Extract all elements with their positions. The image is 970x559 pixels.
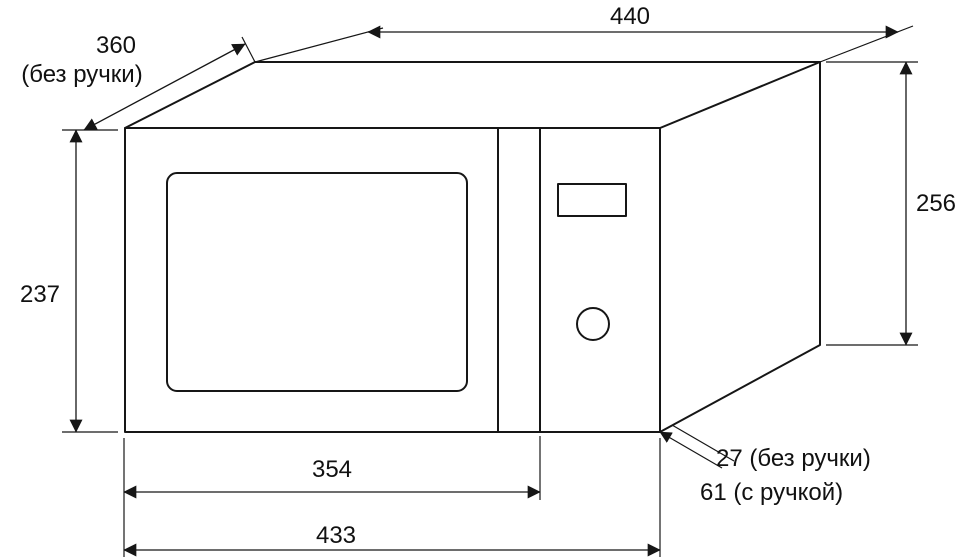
dimension-door-protrusion: 27 (без ручки) 61 (с ручкой) [659, 424, 871, 506]
dim-360-ext-top [241, 36, 256, 63]
dimension-top-width: 440 [254, 3, 914, 63]
dim-27-label: 27 (без ручки) [716, 445, 871, 472]
top-face [124, 61, 821, 129]
dim-354-label: 354 [312, 456, 352, 483]
dim-433-label: 433 [316, 522, 356, 549]
side-face [659, 61, 821, 433]
dim-61-label: 61 (с ручкой) [700, 479, 843, 506]
dim-440-label: 440 [610, 3, 650, 30]
dim-27-ext [671, 424, 735, 462]
door-window [166, 172, 468, 392]
control-panel-stripe [497, 127, 541, 433]
dimension-front-height: 237 [20, 129, 118, 433]
dim-360-line [83, 43, 246, 131]
front-face [124, 127, 661, 433]
dim-237-label: 237 [20, 281, 60, 308]
dim-360-label: 360 [96, 32, 136, 59]
dimension-overall-width: 433 [123, 438, 661, 557]
dim-27-leader [659, 431, 723, 469]
dimension-rear-height: 256 [826, 61, 956, 346]
microwave-body [124, 61, 821, 433]
dimension-depth: 360 (без ручки) [21, 32, 256, 131]
display [557, 183, 627, 217]
dim-440-ext-left [254, 27, 384, 63]
dim-256-label: 256 [916, 190, 956, 217]
dim-360-note: (без ручки) [21, 61, 142, 88]
dimension-door-width: 354 [123, 436, 541, 557]
knob [576, 307, 610, 341]
